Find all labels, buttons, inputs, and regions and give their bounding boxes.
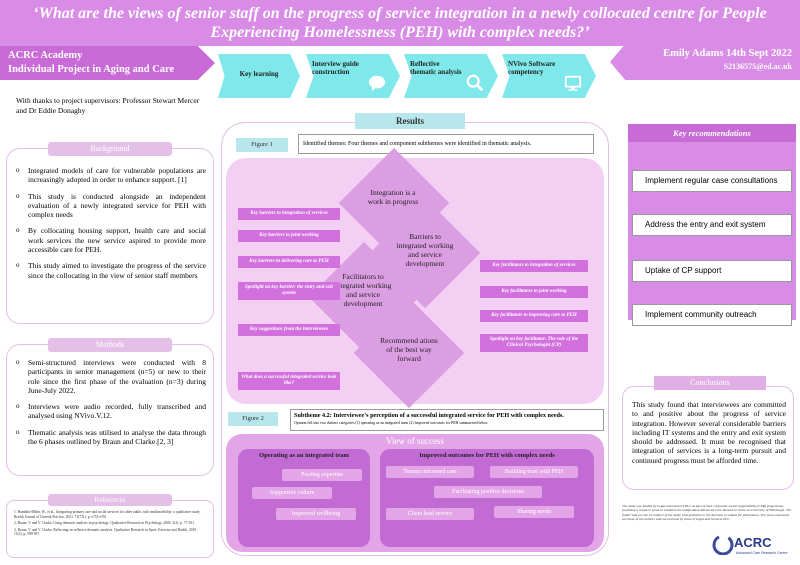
step-label: Interview guide construction: [312, 60, 359, 76]
academy-name: ACRC Academy: [8, 50, 83, 61]
author-banner: Emily Adams 14th Sept 2022 S2136575@ed.a…: [610, 44, 800, 80]
step-thematic-analysis: Reflective thematic analysis: [404, 54, 498, 98]
background-heading: Background: [48, 142, 172, 156]
recommendation-item: Uptake of CP support: [632, 260, 792, 282]
success-item: Client lead service: [386, 508, 474, 520]
subtheme-box: Key facilitators to integration of servi…: [480, 260, 588, 272]
monitor-icon: [564, 75, 582, 91]
subtheme-box: Spotlight on key barrier: the entry and …: [238, 282, 340, 300]
success-item: Supportive culture: [252, 487, 332, 499]
list-item: This study is conducted alongside an ind…: [14, 192, 206, 220]
success-item: Pooling expertise: [282, 469, 362, 481]
theme-label: Facilitators to integrated working and s…: [334, 272, 392, 308]
acknowledgement: With thanks to project supervisors: Prof…: [16, 96, 200, 115]
list-item: By collocating housing support, health c…: [14, 226, 206, 254]
list-item: 2. Braun, V. and V. Clarke, Using themat…: [14, 521, 195, 526]
results-heading: Results: [355, 113, 465, 129]
project-name: Individual Project in Aging and Care: [8, 64, 175, 75]
list-item: Interviews were audio recorded, fully tr…: [14, 402, 206, 421]
references-list: 1. Hamblin-Miller, H., et al., Integrati…: [14, 510, 206, 537]
list-item: Semi-structured interviews were conducte…: [14, 358, 206, 395]
conclusions-panel: [622, 386, 794, 490]
acrc-logo-icon: [712, 535, 734, 555]
subtheme-box: Key barriers to joint working: [238, 230, 340, 242]
list-item: Integrated models of care for vulnerable…: [14, 166, 206, 185]
figure2-label: Figure 2: [228, 412, 278, 426]
figure2-caption-bold: Subtheme 4.2: Interviewee’s perception o…: [294, 412, 564, 419]
logo-text: ACRC: [734, 535, 772, 550]
funding-statement: The study was funded by Legal and Genera…: [622, 504, 792, 522]
author-email: S2136575@ed.ac.uk: [723, 62, 792, 71]
figure2-caption-small: Opinion fell into two distinct categorie…: [294, 421, 488, 425]
conclusions-heading: Conclusions: [654, 376, 766, 390]
list-item: 3. Braun, V. and V. Clarke, Reflecting o…: [14, 527, 198, 537]
recommendation-item: Address the entry and exit system: [632, 214, 792, 236]
academy-banner: ACRC Academy Individual Project in Aging…: [0, 46, 215, 80]
references-panel: [6, 500, 214, 558]
list-item: This study aimed to investigate the prog…: [14, 261, 206, 280]
subtheme-box: Key facilitators to joint working: [480, 286, 588, 298]
subtheme-box: Key facilitators to improving care to PE…: [480, 310, 588, 322]
outcomes-panel: [380, 449, 594, 547]
subtheme-box: Spotlight on key facilitator: The role o…: [480, 334, 588, 352]
acrc-logo: ACRC Advanced Care Research Centre: [712, 534, 796, 560]
step-label: NVivo Software competency: [508, 60, 556, 76]
step-label: Key learning: [239, 70, 279, 78]
success-item: Facilitating positive decisions: [434, 486, 542, 498]
step-label: Reflective thematic analysis: [410, 60, 462, 76]
step-interview-guide: Interview guide construction: [306, 54, 400, 98]
subtheme-box: Key barriers to integration of services: [238, 208, 340, 220]
recommendation-item: Implement community outreach: [632, 304, 792, 326]
recommendation-item: Implement regular case consultations: [632, 170, 792, 192]
view-heading: View of success: [386, 436, 444, 446]
list-item: 1. Hamblin-Miller, H., et al., Integrati…: [14, 510, 201, 519]
speech-bubble-icon: [368, 75, 386, 92]
success-item: Building trust with PEH: [490, 466, 578, 478]
figure1-caption: Identified themes: Four themes and compo…: [298, 134, 594, 154]
author-name-date: Emily Adams 14th Sept 2022: [663, 48, 792, 59]
logo-subtext: Advanced Care Research Centre: [736, 551, 788, 555]
success-item: Improved wellbeing: [276, 508, 356, 520]
figure2-caption: Subtheme 4.2: Interviewee’s perception o…: [290, 409, 604, 431]
conclusions-text: This study found that interviewees are c…: [632, 400, 786, 465]
methods-heading: Methods: [48, 338, 172, 352]
theme-label: Integration is a work in progress: [367, 188, 419, 206]
background-list: Integrated models of care for vulnerable…: [14, 166, 206, 287]
subtheme-box: Key barriers in delivering care to PEH: [238, 256, 340, 268]
methods-list: Semi-structured interviews were conducte…: [14, 358, 206, 453]
step-key-learning: Key learning: [218, 54, 300, 98]
figure1-label: Figure 1: [236, 138, 288, 152]
theme-label: Barriers to integrated working and servi…: [396, 232, 454, 268]
magnifier-icon: [466, 74, 484, 92]
step-nvivo: NVivo Software competency: [502, 54, 596, 98]
success-item: Trauma informed care: [386, 466, 474, 478]
outcomes-heading: Improved outcomes for PEH with complex n…: [419, 452, 555, 459]
references-heading: References: [48, 494, 172, 506]
list-item: Thematic analysis was utilised to analys…: [14, 428, 206, 447]
subtheme-box: What does a successful integrated servic…: [238, 372, 340, 390]
recommendations-heading: Key recommendations: [628, 124, 796, 142]
team-heading: Operating as an integrated team: [259, 452, 349, 459]
success-item: Sharing needs: [494, 506, 574, 518]
subtheme-box: Key suggestions from the interviewees: [238, 324, 340, 336]
theme-label: Recommend ations of the best way forward: [380, 336, 438, 363]
poster-title: ‘What are the views of senior staff on t…: [0, 0, 800, 46]
